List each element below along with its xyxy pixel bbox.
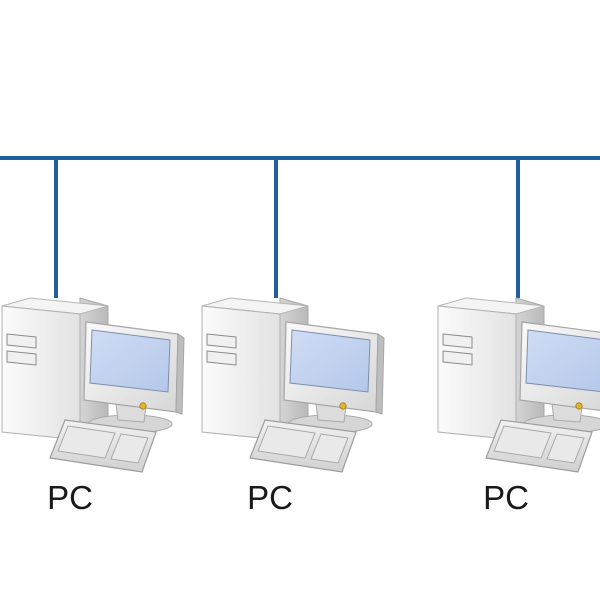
drop-line — [274, 158, 278, 298]
drop-line — [516, 158, 520, 298]
monitor-screen — [89, 329, 171, 393]
pc-node — [437, 158, 600, 473]
pc-label: PC — [483, 479, 529, 516]
power-button — [139, 402, 147, 410]
pc-node — [1, 158, 185, 473]
drive-bay — [206, 333, 237, 349]
keyboard-keys-numpad — [110, 433, 149, 464]
monitor-screen — [289, 329, 371, 393]
drive-bay — [6, 350, 37, 366]
pc-node — [201, 158, 385, 473]
drive-bay — [206, 350, 237, 366]
drop-line — [54, 158, 58, 298]
desktop-computer-icon — [201, 297, 385, 473]
pc-label: PC — [47, 479, 93, 516]
drive-bay — [442, 350, 473, 366]
keyboard-keys-numpad — [546, 433, 585, 464]
network-bus-line — [0, 156, 600, 160]
desktop-computer-icon — [437, 297, 600, 473]
pc-label: PC — [247, 479, 293, 516]
keyboard-keys-main — [257, 425, 316, 459]
monitor-screen — [525, 329, 600, 393]
keyboard-keys-main — [493, 425, 552, 459]
power-button — [339, 402, 347, 410]
drive-bay — [442, 333, 473, 349]
monitor-edge — [375, 333, 385, 415]
drive-bay — [6, 333, 37, 349]
power-button — [575, 402, 583, 410]
keyboard-keys-main — [57, 425, 116, 459]
desktop-computer-icon — [1, 297, 185, 473]
keyboard-keys-numpad — [310, 433, 349, 464]
monitor-edge — [175, 333, 185, 415]
